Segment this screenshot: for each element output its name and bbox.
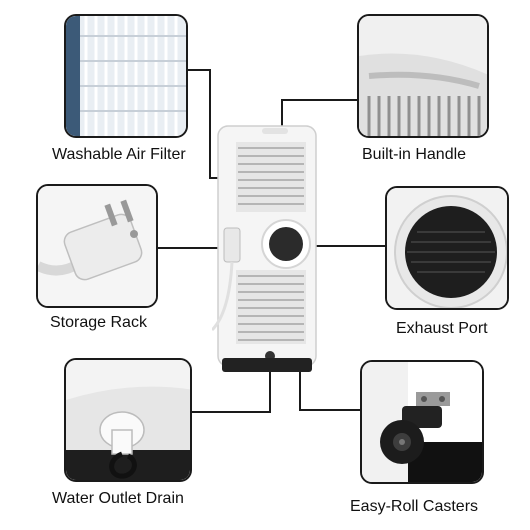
storage-rack-image <box>38 186 156 306</box>
drain-inset <box>64 358 192 482</box>
casters-inset <box>360 360 484 484</box>
drain-image <box>66 360 190 480</box>
storage-rack-inset <box>36 184 158 308</box>
air-filter-image <box>66 16 186 136</box>
exhaust-port-inset <box>385 186 509 310</box>
exhaust-port-image <box>387 188 507 308</box>
drain-connector <box>192 368 271 413</box>
air-filter-inset <box>64 14 188 138</box>
casters-connector <box>299 368 360 411</box>
air-conditioner-unit <box>212 125 317 372</box>
drain-label: Water Outlet Drain <box>52 490 184 507</box>
casters-image <box>362 362 482 482</box>
handle-image <box>359 16 487 136</box>
casters-label: Easy-Roll Casters <box>350 498 479 515</box>
handle-inset <box>357 14 489 138</box>
storage-rack-label: Storage Rack <box>50 314 147 331</box>
air-filter-label: Washable Air Filter <box>52 146 186 163</box>
handle-label: Built-in Handle <box>362 146 467 163</box>
exhaust-port-label: Exhaust Port <box>396 320 488 337</box>
handle-connector <box>281 99 357 132</box>
